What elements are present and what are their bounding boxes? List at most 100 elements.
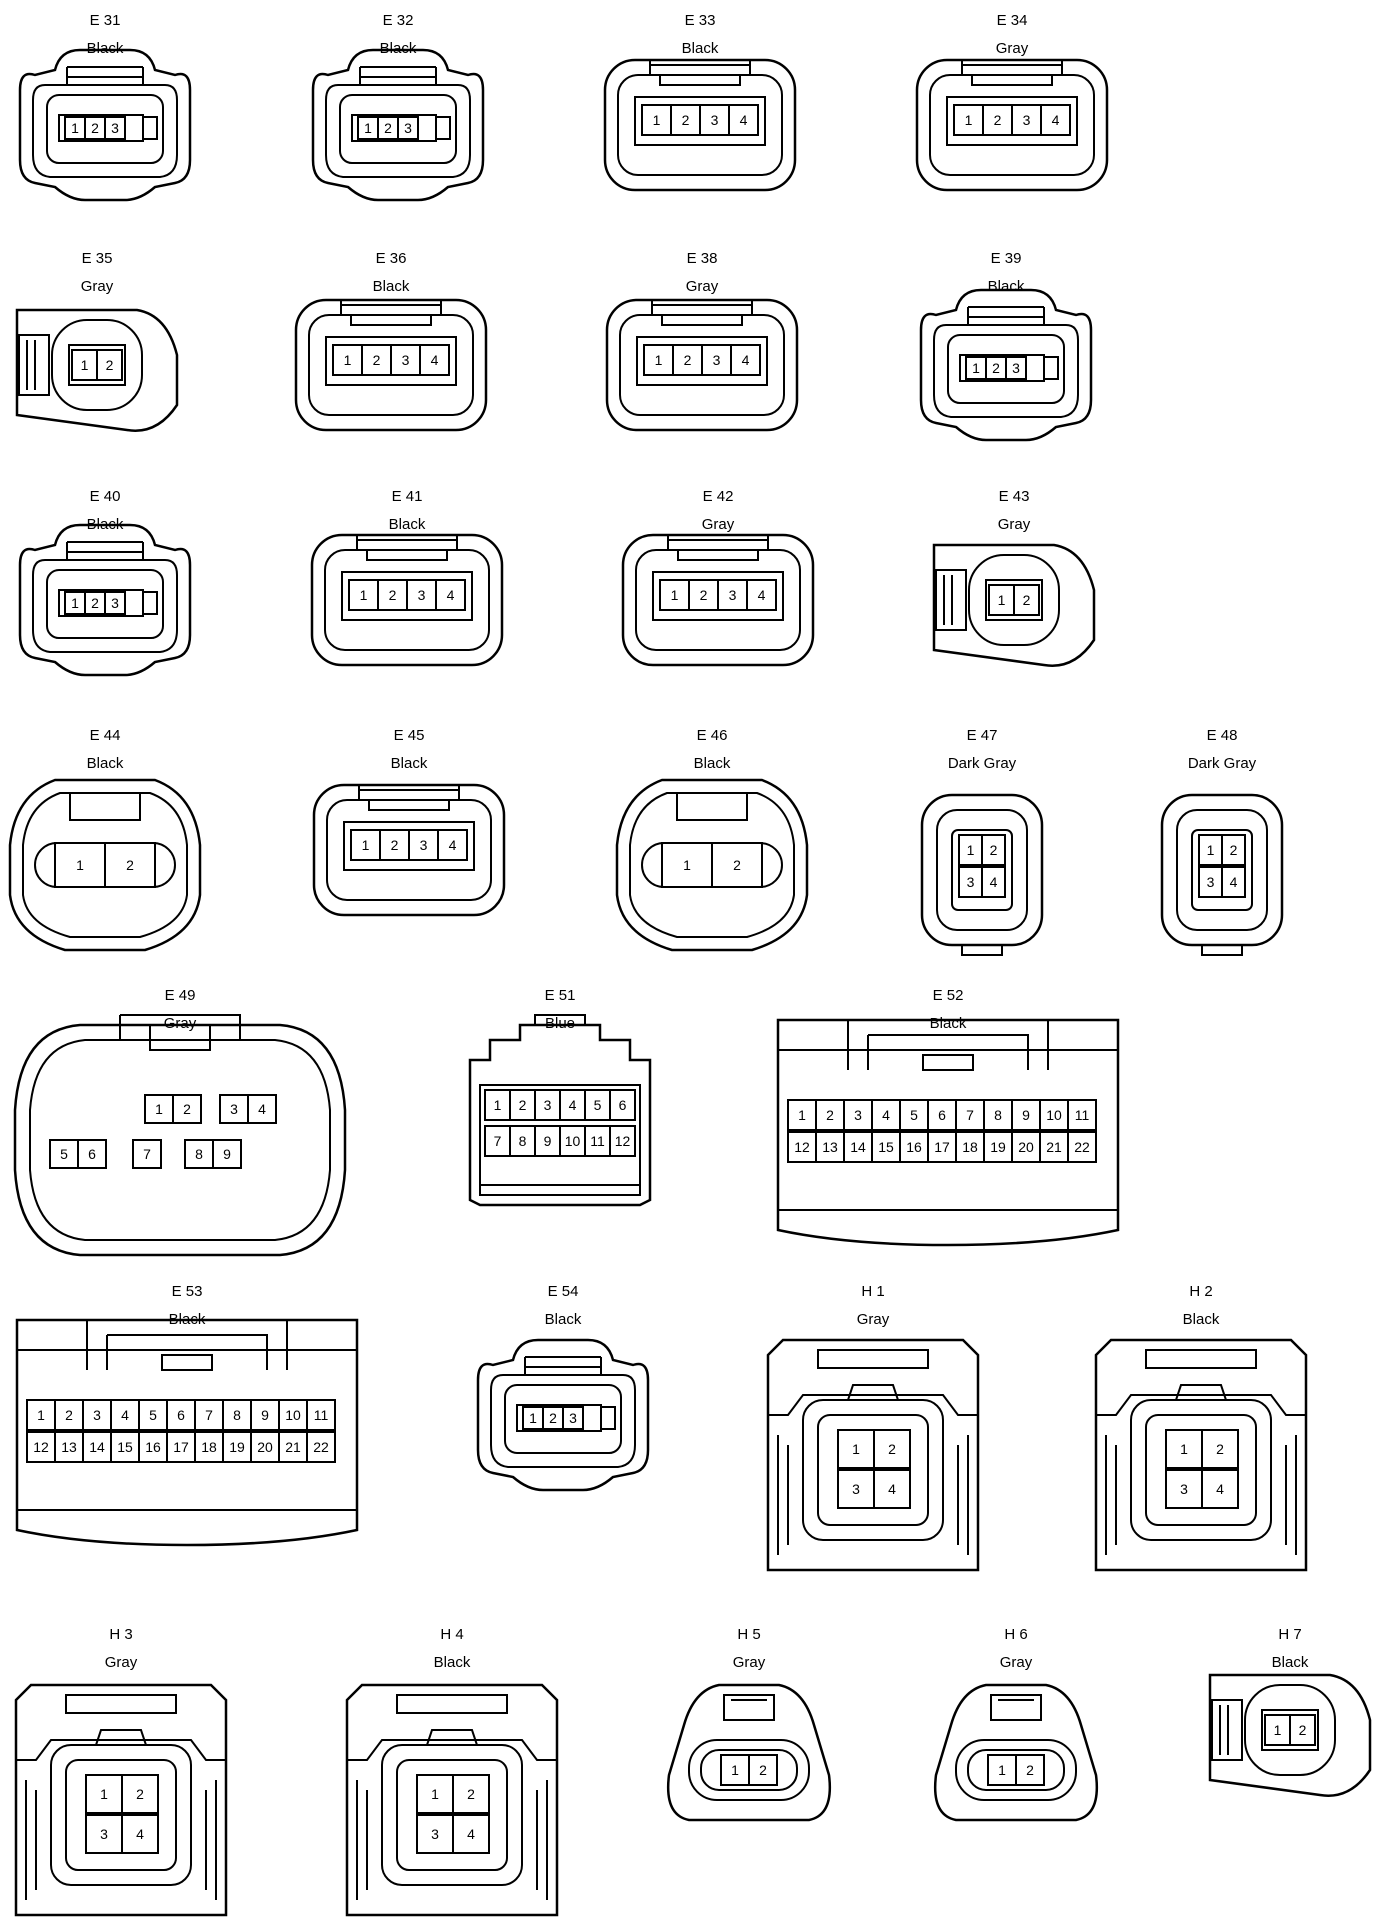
- connector-e48-pin-label: 3: [1207, 874, 1215, 890]
- connector-e38-pin-label: 4: [742, 352, 750, 368]
- connector-h7-pin-label: 2: [1299, 1722, 1307, 1738]
- connector-e49-pin-4: [247, 1094, 277, 1124]
- connector-e42-pin-3: [717, 579, 748, 611]
- connector-e41-pin-4: [435, 579, 466, 611]
- connector-e45-pin-3: [408, 829, 439, 861]
- connector-e53-pin-label: 13: [61, 1439, 77, 1455]
- connector-e52-pin-10: [1039, 1099, 1069, 1131]
- connector-e33-pin-label: 4: [740, 112, 748, 128]
- connector-color: Black: [86, 40, 124, 57]
- connector-e51-pin-label: 6: [619, 1097, 627, 1113]
- connector-code: E 33: [684, 12, 716, 29]
- connector-e47-pin-2: [981, 834, 1006, 866]
- connector-e51-pin-label: 12: [615, 1133, 631, 1149]
- connector-e49-pin-label: 6: [88, 1146, 96, 1162]
- connector-e52-pin-label: 12: [794, 1139, 810, 1155]
- connector-e53-pin-18: [194, 1431, 224, 1463]
- connector-color: Black: [1271, 1654, 1309, 1671]
- connector-e45-pin-1: [350, 829, 381, 861]
- connector-e52-pin-label: 19: [990, 1139, 1006, 1155]
- connector-e51-pin-label: 8: [519, 1133, 527, 1149]
- connector-e48-pin-2: [1221, 834, 1246, 866]
- connector-e52-pin-label: 14: [850, 1139, 866, 1155]
- connector-h4-pin-3: [416, 1814, 454, 1854]
- connector-h2-pin-label: 2: [1216, 1441, 1224, 1457]
- connector-e52-pin-22: [1067, 1131, 1097, 1163]
- connector-e52-pin-label: 20: [1018, 1139, 1034, 1155]
- connector-e42-pin-4: [746, 579, 777, 611]
- connector-code: E 35: [81, 250, 113, 267]
- connector-e51-pin-label: 1: [494, 1097, 502, 1113]
- connector-e38-pin-label: 2: [684, 352, 692, 368]
- connector-color: Blue: [544, 1015, 576, 1032]
- connector-color: Gray: [104, 1654, 138, 1671]
- connector-e49-pin-label: 5: [60, 1146, 68, 1162]
- connector-e53-pin-label: 6: [177, 1407, 185, 1423]
- connector-code: E 34: [996, 12, 1028, 29]
- connector-e52-pin-label: 11: [1075, 1107, 1090, 1123]
- connector-e52-pin-11: [1067, 1099, 1097, 1131]
- connector-h5-pin-1: [720, 1754, 750, 1786]
- connector-e49-pin-label: 3: [230, 1101, 238, 1117]
- connector-e31-pin-label: 3: [111, 120, 119, 136]
- connector-code: E 53: [171, 1283, 203, 1300]
- connector-e39-pin-label: 1: [972, 360, 980, 376]
- connector-e38-pin-4: [730, 344, 761, 376]
- connector-e36-pin-1: [332, 344, 363, 376]
- connector-e53-pin-label: 19: [229, 1439, 245, 1455]
- connector-e35-pin-label: 1: [81, 357, 89, 373]
- connector-e52-pin-label: 5: [910, 1107, 918, 1123]
- connector-e53-pin-label: 3: [93, 1407, 101, 1423]
- connector-e36-pin-label: 2: [373, 352, 381, 368]
- connector-h4-pin-label: 4: [467, 1826, 475, 1842]
- connector-e49-pin-8: [184, 1139, 214, 1169]
- connector-e52-pin-label: 6: [938, 1107, 946, 1123]
- connector-code: E 45: [393, 727, 425, 744]
- connector-code: E 31: [89, 12, 121, 29]
- connector-e49-pin-label: 7: [143, 1146, 151, 1162]
- connector-e53-pin-11: [306, 1399, 336, 1431]
- connector-e52-pin-3: [843, 1099, 873, 1131]
- connector-e40-pin-label: 2: [91, 595, 99, 611]
- connector-code: H 5: [737, 1626, 761, 1643]
- connector-code: E 40: [89, 488, 121, 505]
- connector-e52-pin-label: 18: [962, 1139, 978, 1155]
- connector-h1-pin-label: 3: [852, 1481, 860, 1497]
- connector-e34-pin-label: 2: [994, 112, 1002, 128]
- connector-color: Gray: [80, 278, 114, 295]
- connector-h4-pin-4: [452, 1814, 490, 1854]
- connector-e51-pin-label: 4: [569, 1097, 577, 1113]
- connector-color: Black: [544, 1311, 582, 1328]
- connector-h5-pin-label: 2: [759, 1762, 767, 1778]
- connector-e53-pin-label: 4: [121, 1407, 129, 1423]
- connector-e43-pin-1: [988, 584, 1015, 616]
- connector-e51-pin-label: 9: [544, 1133, 552, 1149]
- connector-e48-pin-label: 2: [1230, 842, 1238, 858]
- connector-e36-pin-label: 4: [431, 352, 439, 368]
- connector-e36-pin-label: 1: [344, 352, 352, 368]
- connector-e51-pin-7: [484, 1125, 511, 1157]
- connector-e52-pin-label: 22: [1074, 1139, 1090, 1155]
- connector-e35-pin-label: 2: [106, 357, 114, 373]
- connector-color: Black: [1182, 1311, 1220, 1328]
- connector-code: E 41: [391, 488, 423, 505]
- connector-color: Black: [86, 516, 124, 533]
- connector-e52-pin-21: [1039, 1131, 1069, 1163]
- connector-e45-pin-2: [379, 829, 410, 861]
- connector-e49-pin-label: 4: [258, 1101, 266, 1117]
- connector-code: E 32: [382, 12, 414, 29]
